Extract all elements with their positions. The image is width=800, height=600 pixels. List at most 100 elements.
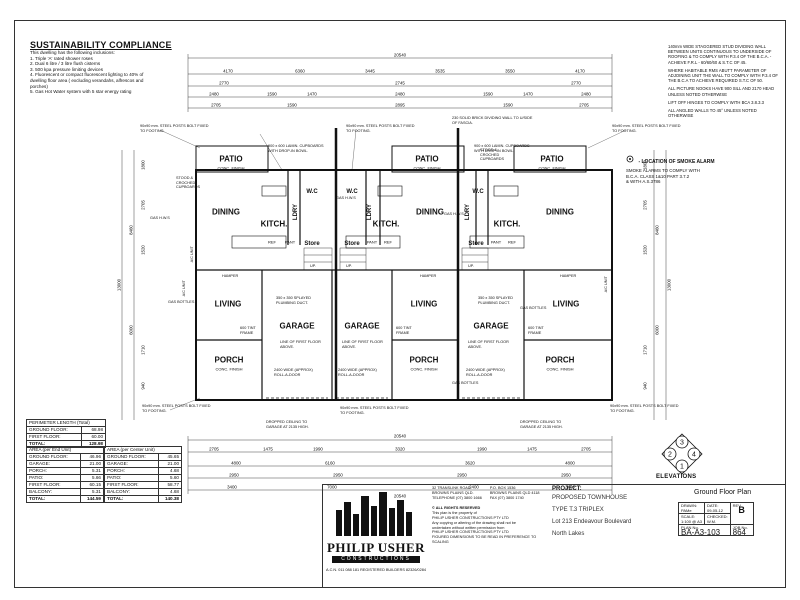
address-line: FAX (07) 3800 1740 (489, 495, 524, 500)
sustainability-line: dwelling floor area ( excluding verandah… (30, 77, 144, 83)
pantry: PANT (490, 239, 502, 245)
note-hamper: HAMPER (420, 274, 437, 278)
pantry: PANT (366, 239, 378, 245)
project-line: TYPE T.3 TRIPLEX (552, 507, 604, 513)
rights-line: Any copying or altering of the drawing s… (432, 520, 517, 525)
company-name: PHILIP USHER (326, 540, 426, 555)
rights-line: PHILIP USHER CONSTRUCTIONS PTY LTD (432, 530, 509, 535)
note-tint-frame: 600 TINT FRAME (396, 326, 412, 335)
elevation-number: 2 (668, 452, 672, 459)
room-laundry: LDRY (465, 203, 471, 221)
dim: 2745 (395, 80, 405, 86)
note-up: UP. (468, 264, 474, 268)
room-dining: DINING (416, 207, 444, 217)
dim: 3445 (365, 68, 375, 74)
room-patio: PATIO (540, 154, 564, 164)
smoke-legend-line: B.C.A. CLASS 1&10 PART 3.7.2 (626, 173, 690, 179)
dim: 4170 (223, 68, 233, 74)
project-line: North Lakes (552, 531, 585, 537)
note-hamper: HAMPER (222, 274, 239, 278)
note-gas-bottles: GAS BOTTLES (520, 306, 547, 310)
note-chord-cupboards: STOOD & CROCHED CUPBOARDS (176, 176, 201, 190)
note-steel-posts: 90x90 mm. STEEL POSTS BOLT FIXED TO FOOT… (142, 404, 211, 413)
elevation-number: 1 (680, 464, 684, 471)
area-end-unit-table: AREA (per End Unit) GROUND FLOOR:46.96 G… (26, 446, 105, 503)
dim: 8460 (128, 225, 134, 235)
rights-line: FIGURED DIMENSIONS TO BE READ IN PREFERE… (432, 535, 537, 544)
dim: 1475 (263, 446, 273, 452)
project-line: Lot 213 Endeavour Boulevard (552, 519, 632, 525)
room-patio: PATIO (219, 154, 243, 164)
room-porch: PORCH (214, 355, 244, 365)
dim: 1990 (313, 446, 323, 452)
internal-walls (196, 170, 612, 400)
dim: 4800 (231, 460, 241, 466)
rights-line: undertaken without written permission fr… (432, 525, 505, 530)
fridge-space: REF (384, 239, 392, 245)
room-kitchen: KITCH. (493, 219, 521, 229)
dim: 2950 (229, 472, 239, 478)
note-up: UP. (346, 264, 352, 268)
dim: 2705 (211, 102, 221, 108)
dim: 2950 (333, 472, 343, 478)
job-label: JOB No. (732, 525, 748, 530)
room-porch-finish: CONC. FINISH (410, 366, 438, 372)
note-steel-posts: 90x90 mm. STEEL POSTS BOLT FIXED TO FOOT… (340, 406, 409, 415)
room-wc: W.C (346, 189, 358, 195)
top-dimension-lines (187, 54, 613, 112)
company-acn: A.C.N. 011 088 181 REGISTERED BUILDERS 8… (326, 568, 426, 572)
dim: 1710 (642, 345, 648, 355)
dim: 1470 (307, 91, 317, 97)
room-store: Store (304, 241, 320, 247)
rev-value: B (738, 505, 745, 515)
dim: 2705 (581, 446, 591, 452)
room-wc: W.C (306, 189, 318, 195)
project-label: PROJECT: (552, 486, 582, 492)
dim: 2705 (579, 102, 589, 108)
note-cupboards: 900 x 600 LAMIN. CUPBOARDS WITH DROP-IN … (268, 144, 324, 153)
elevation-number: 3 (680, 440, 684, 447)
note-ac-unit: A/C UNIT (189, 246, 194, 263)
room-store: Store (468, 241, 484, 247)
note-ac-unit: A/C UNIT (603, 276, 608, 293)
dim-overall: 20540 (393, 52, 407, 58)
note-ac-unit: A/C UNIT (181, 280, 186, 297)
company-address: 32 TRANSLINK ROAD BROWNS PLAINS QLD. TEL… (432, 486, 552, 545)
area-center-unit-table: AREA (per Center Unit) GROUND FLOOR:45.6… (104, 446, 183, 503)
room-porch-finish: CONC. FINISH (546, 366, 574, 372)
note-tint-frame: 600 TINT FRAME (528, 326, 544, 335)
smoke-alarm-legend: - LOCATION OF SMOKE ALARM SMOKE ALARMS T… (626, 150, 776, 185)
room-patio-finish: CONC. FINISH (413, 165, 441, 171)
dim: 2480 (209, 91, 219, 97)
dim: 2400 (469, 484, 479, 490)
note-steel-posts: 90x90 mm. STEEL POSTS BOLT FIXED TO FOOT… (140, 124, 209, 133)
scale-label: SCALE: (681, 514, 696, 519)
note: ALL PICTURE NOOKS HAVE 900 SILL AND 2170… (668, 86, 775, 97)
dim: 2705 (642, 200, 648, 210)
fridge-space: REF (268, 239, 276, 245)
dim: 6160 (325, 460, 335, 466)
project-line: PROPOSED TOWNHOUSE (552, 495, 628, 501)
note-gas-hws: GAS H.W.S (444, 212, 464, 216)
note-roller-door: 2400 WIDE (APPROX) ROLL-A-DOOR (466, 368, 505, 377)
dim: 1990 (477, 446, 487, 452)
room-laundry: LDRY (293, 203, 299, 221)
rights-line: This plan is the property of (432, 511, 477, 516)
room-patio: PATIO (415, 154, 439, 164)
note-first-floor: LINE OF FIRST FLOOR ABOVE. (342, 340, 383, 349)
dim: 3320 (395, 446, 405, 452)
note-dropped-ceiling: DROPPED CEILING TO GARAGE AT 2135 HIGH. (266, 420, 309, 429)
note: ALL ANGLED WALLS TO 45° UNLESS NOTED OTH… (668, 108, 757, 119)
drawing-title: Ground Floor Plan (694, 489, 752, 496)
drawn-label: DRAWN: (681, 503, 698, 508)
dim: 2895 (395, 102, 405, 108)
room-laundry: LDRY (367, 203, 373, 221)
dim-overall: 20540 (393, 493, 407, 499)
dim: 940 (140, 382, 146, 390)
dim: 3620 (465, 460, 475, 466)
note-up: UP. (310, 264, 316, 268)
dim: 2770 (219, 80, 229, 86)
side-dimension-lines (121, 150, 667, 420)
dim: 6000 (654, 325, 660, 335)
